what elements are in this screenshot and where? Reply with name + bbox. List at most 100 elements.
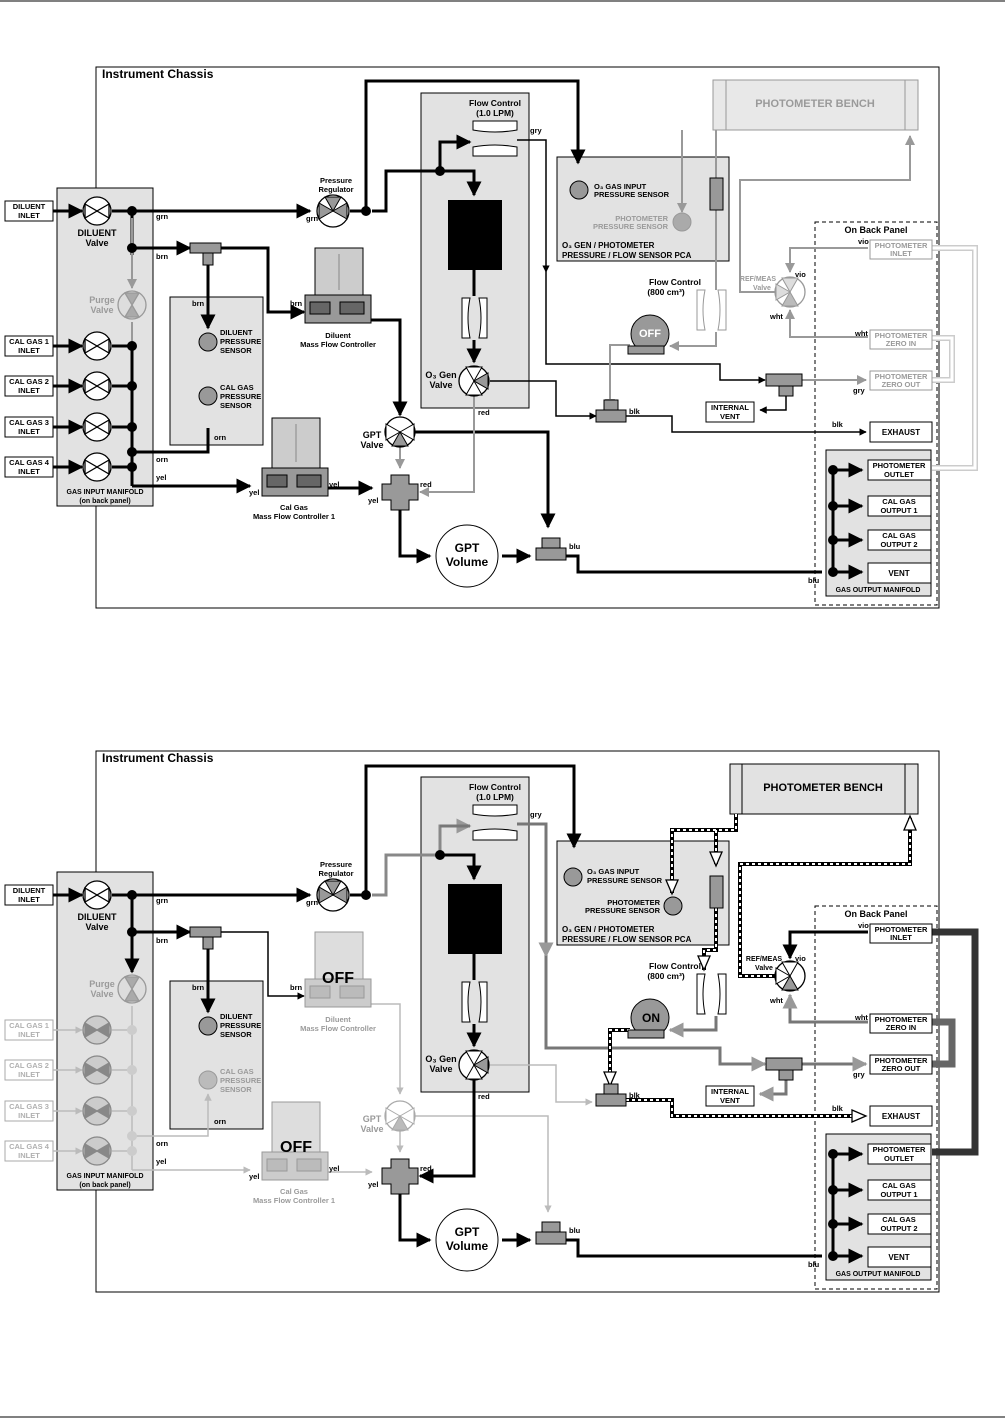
diluent-valve-2[interactable] (82, 880, 112, 910)
svg-text:CAL GAS 1: CAL GAS 1 (9, 1021, 49, 1030)
o3-gen-valve-2[interactable] (458, 1049, 490, 1081)
cal-gas-output-2-port[interactable]: CAL GAS OUTPUT 2 (867, 529, 932, 551)
svg-text:CAL GAS: CAL GAS (882, 1215, 916, 1224)
cal-gas-mass-flow-controller-2[interactable]: OFF (261, 1101, 329, 1181)
label-blu-d2: blu (569, 1226, 581, 1235)
svg-text:INLET: INLET (18, 211, 40, 220)
exhaust-port-2[interactable]: EXHAUST (869, 1105, 933, 1127)
svg-text:OUTPUT 2: OUTPUT 2 (880, 1224, 917, 1233)
purge-valve-label: Purge (89, 295, 115, 305)
diluent-inlet-2[interactable]: DILUENT INLET (4, 884, 54, 906)
back-panel-label-2: On Back Panel (844, 909, 907, 919)
label-grn: grn (156, 212, 169, 221)
cal-gas-1-inlet[interactable]: CAL GAS 1 INLET (4, 335, 54, 357)
cal-gas-3-valve[interactable] (82, 412, 112, 442)
cal-gas-2-valve-2[interactable] (82, 1055, 112, 1085)
diluent-valve[interactable] (82, 196, 112, 226)
diluent-mfc-label-2: Mass Flow Controller (300, 340, 376, 349)
svg-text:PHOTOMETER: PHOTOMETER (875, 1015, 928, 1024)
purge-valve[interactable] (117, 290, 147, 320)
gpt-valve-2[interactable] (384, 1100, 416, 1132)
cal-gas-mfc-label: Cal Gas (280, 503, 308, 512)
ref-meas-valve-label-d2: REF/MEAS (746, 956, 783, 963)
cal-gas-3-inlet[interactable]: CAL GAS 3 INLET (4, 416, 54, 438)
label-blu-2: blu (808, 576, 820, 585)
photometer-zero-out-port-2[interactable]: PHOTOMETER ZERO OUT (869, 1054, 933, 1075)
cal-gas-2-valve[interactable] (82, 371, 112, 401)
svg-text:INLET: INLET (18, 1111, 40, 1120)
photometer-pressure-sensor-label-2-d2: PRESSURE SENSOR (585, 906, 661, 915)
pressure-regulator[interactable] (316, 194, 350, 228)
photometer-zero-in-port-2[interactable]: PHOTOMETER ZERO IN (869, 1013, 933, 1034)
cal-gas-output-1-port[interactable]: CAL GAS OUTPUT 1 (867, 495, 932, 517)
diluent-pressure-sensor-label-d2: DILUENT (220, 1012, 253, 1021)
chassis-label-2: Instrument Chassis (102, 751, 214, 765)
o3-gen-valve-label-2-d2: Valve (429, 1064, 452, 1074)
photometer-outlet-port-2[interactable]: PHOTOMETER OUTLET (867, 1143, 932, 1165)
svg-text:EXHAUST: EXHAUST (882, 1112, 920, 1121)
pca-panel (556, 156, 730, 262)
cal-gas-1-valve[interactable] (82, 331, 112, 361)
gpt-valve[interactable] (384, 416, 416, 448)
svg-text:DILUENT: DILUENT (13, 886, 46, 895)
cal-gas-output-1-port-2[interactable]: CAL GAS OUTPUT 1 (867, 1179, 932, 1201)
cal-gas-2-inlet-2[interactable]: CAL GAS 2 INLET (4, 1059, 54, 1081)
gpt-volume (435, 524, 499, 588)
cal-gas-1-valve-2[interactable] (82, 1015, 112, 1045)
label-brn-2-d2: brn (192, 983, 205, 992)
svg-text:PHOTOMETER: PHOTOMETER (875, 241, 928, 250)
o3-gen-valve-label-d2: O₃ Gen (425, 1054, 456, 1064)
photometer-inlet-port-2[interactable]: PHOTOMETER INLET (869, 923, 933, 944)
svg-text:PHOTOMETER: PHOTOMETER (875, 1056, 928, 1065)
svg-text:VENT: VENT (720, 412, 740, 421)
pca-panel-2 (556, 840, 730, 946)
tee-fitting-zero-2 (765, 1057, 803, 1081)
diluent-mass-flow-controller[interactable] (304, 247, 372, 324)
diluent-mass-flow-controller-2[interactable]: OFF (304, 931, 372, 1008)
tee-fitting-gpt-2 (535, 1221, 567, 1245)
diluent-pressure-sensor-label-3-d2: SENSOR (220, 1030, 252, 1039)
photometer-outlet-port[interactable]: PHOTOMETER OUTLET (867, 459, 932, 481)
o3-gen-valve[interactable] (458, 365, 490, 397)
svg-text:OUTLET: OUTLET (884, 470, 914, 479)
svg-text:INLET: INLET (18, 1030, 40, 1039)
tee-fitting-zero (765, 373, 803, 397)
cal-gas-4-inlet[interactable]: CAL GAS 4 INLET (4, 456, 54, 478)
ref-meas-valve-2[interactable] (774, 960, 806, 992)
purge-valve-2[interactable] (117, 974, 147, 1004)
exhaust-port[interactable]: EXHAUST (869, 421, 933, 443)
flow-control-1-rate: (1.0 LPM) (476, 108, 514, 118)
diluent-mfc-state: OFF (322, 970, 354, 987)
cal-gas-output-2-port-2[interactable]: CAL GAS OUTPUT 2 (867, 1213, 932, 1235)
tee-fitting-exhaust-2 (595, 1083, 627, 1107)
gpt-volume-2 (435, 1208, 499, 1272)
cal-gas-3-inlet-2[interactable]: CAL GAS 3 INLET (4, 1100, 54, 1122)
cal-gas-2-inlet[interactable]: CAL GAS 2 INLET (4, 375, 54, 397)
svg-text:PHOTOMETER: PHOTOMETER (873, 461, 926, 470)
pressure-regulator-2[interactable] (316, 878, 350, 912)
label-wht: wht (769, 312, 783, 321)
svg-text:CAL GAS 2: CAL GAS 2 (9, 1061, 49, 1070)
cal-gas-1-inlet-2[interactable]: CAL GAS 1 INLET (4, 1019, 54, 1041)
svg-text:OUTPUT 1: OUTPUT 1 (880, 506, 917, 515)
vent-port[interactable]: VENT (867, 562, 932, 584)
gas-input-manifold-label-2: GAS INPUT MANIFOLD (67, 1173, 144, 1180)
cal-gas-3-valve-2[interactable] (82, 1096, 112, 1126)
pump-2[interactable]: ON (627, 998, 670, 1039)
photometer-zero-out-port[interactable]: PHOTOMETER ZERO OUT (869, 370, 933, 391)
cal-gas-4-valve-2[interactable] (82, 1136, 112, 1166)
cal-gas-4-valve[interactable] (82, 452, 112, 482)
cal-gas-mass-flow-controller[interactable] (261, 417, 329, 497)
diluent-pressure-sensor-label-2: PRESSURE (220, 337, 261, 346)
photometer-inlet-port[interactable]: PHOTOMETER INLET (869, 239, 933, 260)
label-blk-2: blk (832, 420, 844, 429)
pump[interactable]: OFF (627, 314, 670, 355)
cal-gas-4-inlet-2[interactable]: CAL GAS 4 INLET (4, 1140, 54, 1162)
svg-text:PHOTOMETER: PHOTOMETER (875, 331, 928, 340)
svg-text:CAL GAS 4: CAL GAS 4 (9, 1142, 50, 1151)
diluent-mfc-label-d2: Diluent (325, 1015, 351, 1024)
photometer-zero-in-port[interactable]: PHOTOMETER ZERO IN (869, 329, 933, 350)
diluent-inlet[interactable]: DILUENT INLET (4, 200, 54, 222)
vent-port-2[interactable]: VENT (867, 1246, 932, 1268)
ref-meas-valve[interactable] (774, 276, 806, 308)
